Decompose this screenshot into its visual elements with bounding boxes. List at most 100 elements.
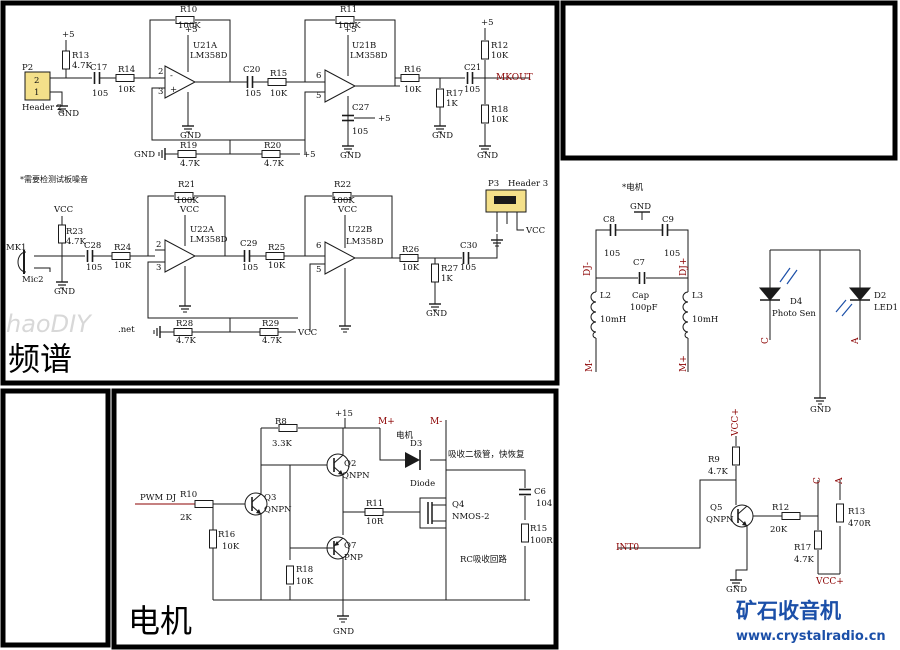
r11-ref: R11 bbox=[340, 5, 357, 15]
u21b-part: LM358D bbox=[350, 51, 388, 61]
c28-ref: C28 bbox=[84, 241, 101, 251]
mk1-ref: MK1 bbox=[6, 243, 26, 253]
vcc-label: VCC bbox=[53, 205, 73, 215]
r20-ref: R20 bbox=[264, 141, 281, 151]
r18-value: 10K bbox=[491, 115, 509, 125]
r8-value: 3.3K bbox=[272, 439, 293, 449]
c29-value: 105 bbox=[242, 263, 258, 273]
r28-value: 4.7K bbox=[176, 336, 197, 346]
svg-text:2: 2 bbox=[158, 67, 163, 77]
mk1-name: Mic2 bbox=[22, 275, 44, 285]
r15-drv-value: 100R bbox=[530, 536, 553, 546]
u21a-ref: U21A bbox=[193, 41, 218, 51]
r29-value: 4.7K bbox=[262, 336, 283, 346]
r14-ref: R14 bbox=[118, 65, 135, 75]
u21b-ref: U21B bbox=[352, 41, 376, 51]
c9-ref: C9 bbox=[662, 215, 674, 225]
l2-value: 10mH bbox=[600, 315, 626, 325]
u22a-part: LM358D bbox=[190, 235, 228, 245]
r23-ref: R23 bbox=[66, 227, 83, 237]
svg-text:VCC: VCC bbox=[337, 205, 357, 215]
r12-sens-value: 20K bbox=[770, 525, 788, 535]
p3-name: Header 3 bbox=[508, 179, 548, 189]
svg-text:+5: +5 bbox=[481, 18, 494, 28]
q7-type: PNP bbox=[344, 553, 363, 563]
lc-filter-circuit: *电机 GND C8 105 C9 105 C7 Cap 100pF L2 10… bbox=[583, 182, 718, 372]
top-right-frame bbox=[560, 0, 898, 161]
motor-label-small: *电机 bbox=[622, 182, 644, 193]
c27-ref: C27 bbox=[352, 103, 369, 113]
led-c-label: C bbox=[761, 337, 771, 344]
sensor-a-label: A bbox=[835, 477, 845, 485]
photo-led-circuit: D4 Photo Sen D2 LED1 C A GND bbox=[758, 249, 898, 415]
l2-ref: L2 bbox=[600, 291, 611, 301]
r14-value: 10K bbox=[118, 85, 136, 95]
mic-note: *需要检测试板噪音 bbox=[20, 174, 88, 184]
svg-text:+5: +5 bbox=[378, 114, 391, 124]
svg-text:+: + bbox=[170, 85, 177, 95]
svg-text:GND: GND bbox=[426, 309, 447, 319]
c28-value: 105 bbox=[86, 263, 102, 273]
r13-ref: R13 bbox=[72, 51, 89, 61]
c8-ref: C8 bbox=[603, 215, 615, 225]
c7-value: 100pF bbox=[630, 303, 658, 313]
svg-text:GND: GND bbox=[726, 585, 747, 595]
l3-value: 10mH bbox=[692, 315, 718, 325]
r11-drv-value: 10R bbox=[366, 517, 384, 527]
svg-text:GND: GND bbox=[432, 131, 453, 141]
r18-ref: R18 bbox=[491, 105, 508, 115]
diode-note: 吸收二极管，快恢复 bbox=[448, 449, 525, 460]
svg-text:GND: GND bbox=[630, 202, 651, 212]
left-blank-frame bbox=[0, 388, 111, 648]
r13-sens-value: 470R bbox=[848, 519, 871, 529]
dj-plus-label: DJ+ bbox=[679, 258, 689, 276]
svg-text:GND: GND bbox=[340, 151, 361, 161]
dj-minus-label: DJ- bbox=[583, 262, 593, 276]
r13-sens-ref: R13 bbox=[848, 507, 865, 517]
sensor-c-label: C bbox=[813, 477, 823, 484]
q3-ref: Q3 bbox=[264, 493, 276, 503]
r11-drv-ref: R11 bbox=[366, 499, 383, 509]
svg-text:6: 6 bbox=[316, 71, 321, 81]
svg-text:3: 3 bbox=[158, 87, 163, 97]
c30-value: 105 bbox=[460, 263, 476, 273]
r23-value: 4.7K bbox=[66, 237, 87, 247]
svg-text:+5: +5 bbox=[303, 150, 316, 160]
r29-ref: R29 bbox=[262, 319, 279, 329]
vcc-plus-bottom-label: VCC+ bbox=[815, 577, 844, 587]
spectrum-title: 频谱 bbox=[8, 340, 72, 378]
r22-ref: R22 bbox=[334, 180, 351, 190]
c6-ref: C6 bbox=[534, 487, 546, 497]
pwm-label: PWM DJ bbox=[140, 493, 177, 503]
motor-mminus-label: M- bbox=[430, 417, 442, 427]
r18-drv-value: 10K bbox=[296, 577, 314, 587]
p2-header[interactable] bbox=[24, 71, 51, 101]
q2-ref: Q2 bbox=[344, 459, 356, 469]
r10-drv-ref: R10 bbox=[180, 490, 197, 500]
haodiy-watermark: haoDIY bbox=[6, 310, 93, 338]
u21a-part: LM358D bbox=[190, 51, 228, 61]
plus15-label: +15 bbox=[335, 409, 353, 419]
haodiy-net: .net bbox=[118, 325, 135, 335]
r28-ref: R28 bbox=[176, 319, 193, 329]
r17-value: 1K bbox=[446, 99, 458, 109]
r15-drv-ref: R15 bbox=[530, 524, 547, 534]
c20-ref: C20 bbox=[243, 65, 260, 75]
r9-value: 4.7K bbox=[708, 467, 729, 477]
led-a-label: A bbox=[851, 337, 861, 345]
svg-text:GND: GND bbox=[54, 287, 75, 297]
q5-type: QNPN bbox=[706, 515, 734, 525]
l3-ref: L3 bbox=[692, 291, 703, 301]
r15-ref: R15 bbox=[270, 69, 287, 79]
q4-type: NMOS-2 bbox=[452, 512, 490, 522]
r15-value: 10K bbox=[270, 89, 288, 99]
c20-value: 105 bbox=[245, 89, 261, 99]
r13-value: 4.7K bbox=[72, 61, 93, 71]
r27-value: 1K bbox=[441, 274, 453, 284]
u22b-ref: U22B bbox=[348, 225, 372, 235]
c29-ref: C29 bbox=[240, 239, 257, 249]
mkout-label: MKOUT bbox=[496, 73, 533, 83]
spectrum-frame bbox=[0, 0, 560, 386]
svg-text:+5: +5 bbox=[344, 25, 357, 35]
